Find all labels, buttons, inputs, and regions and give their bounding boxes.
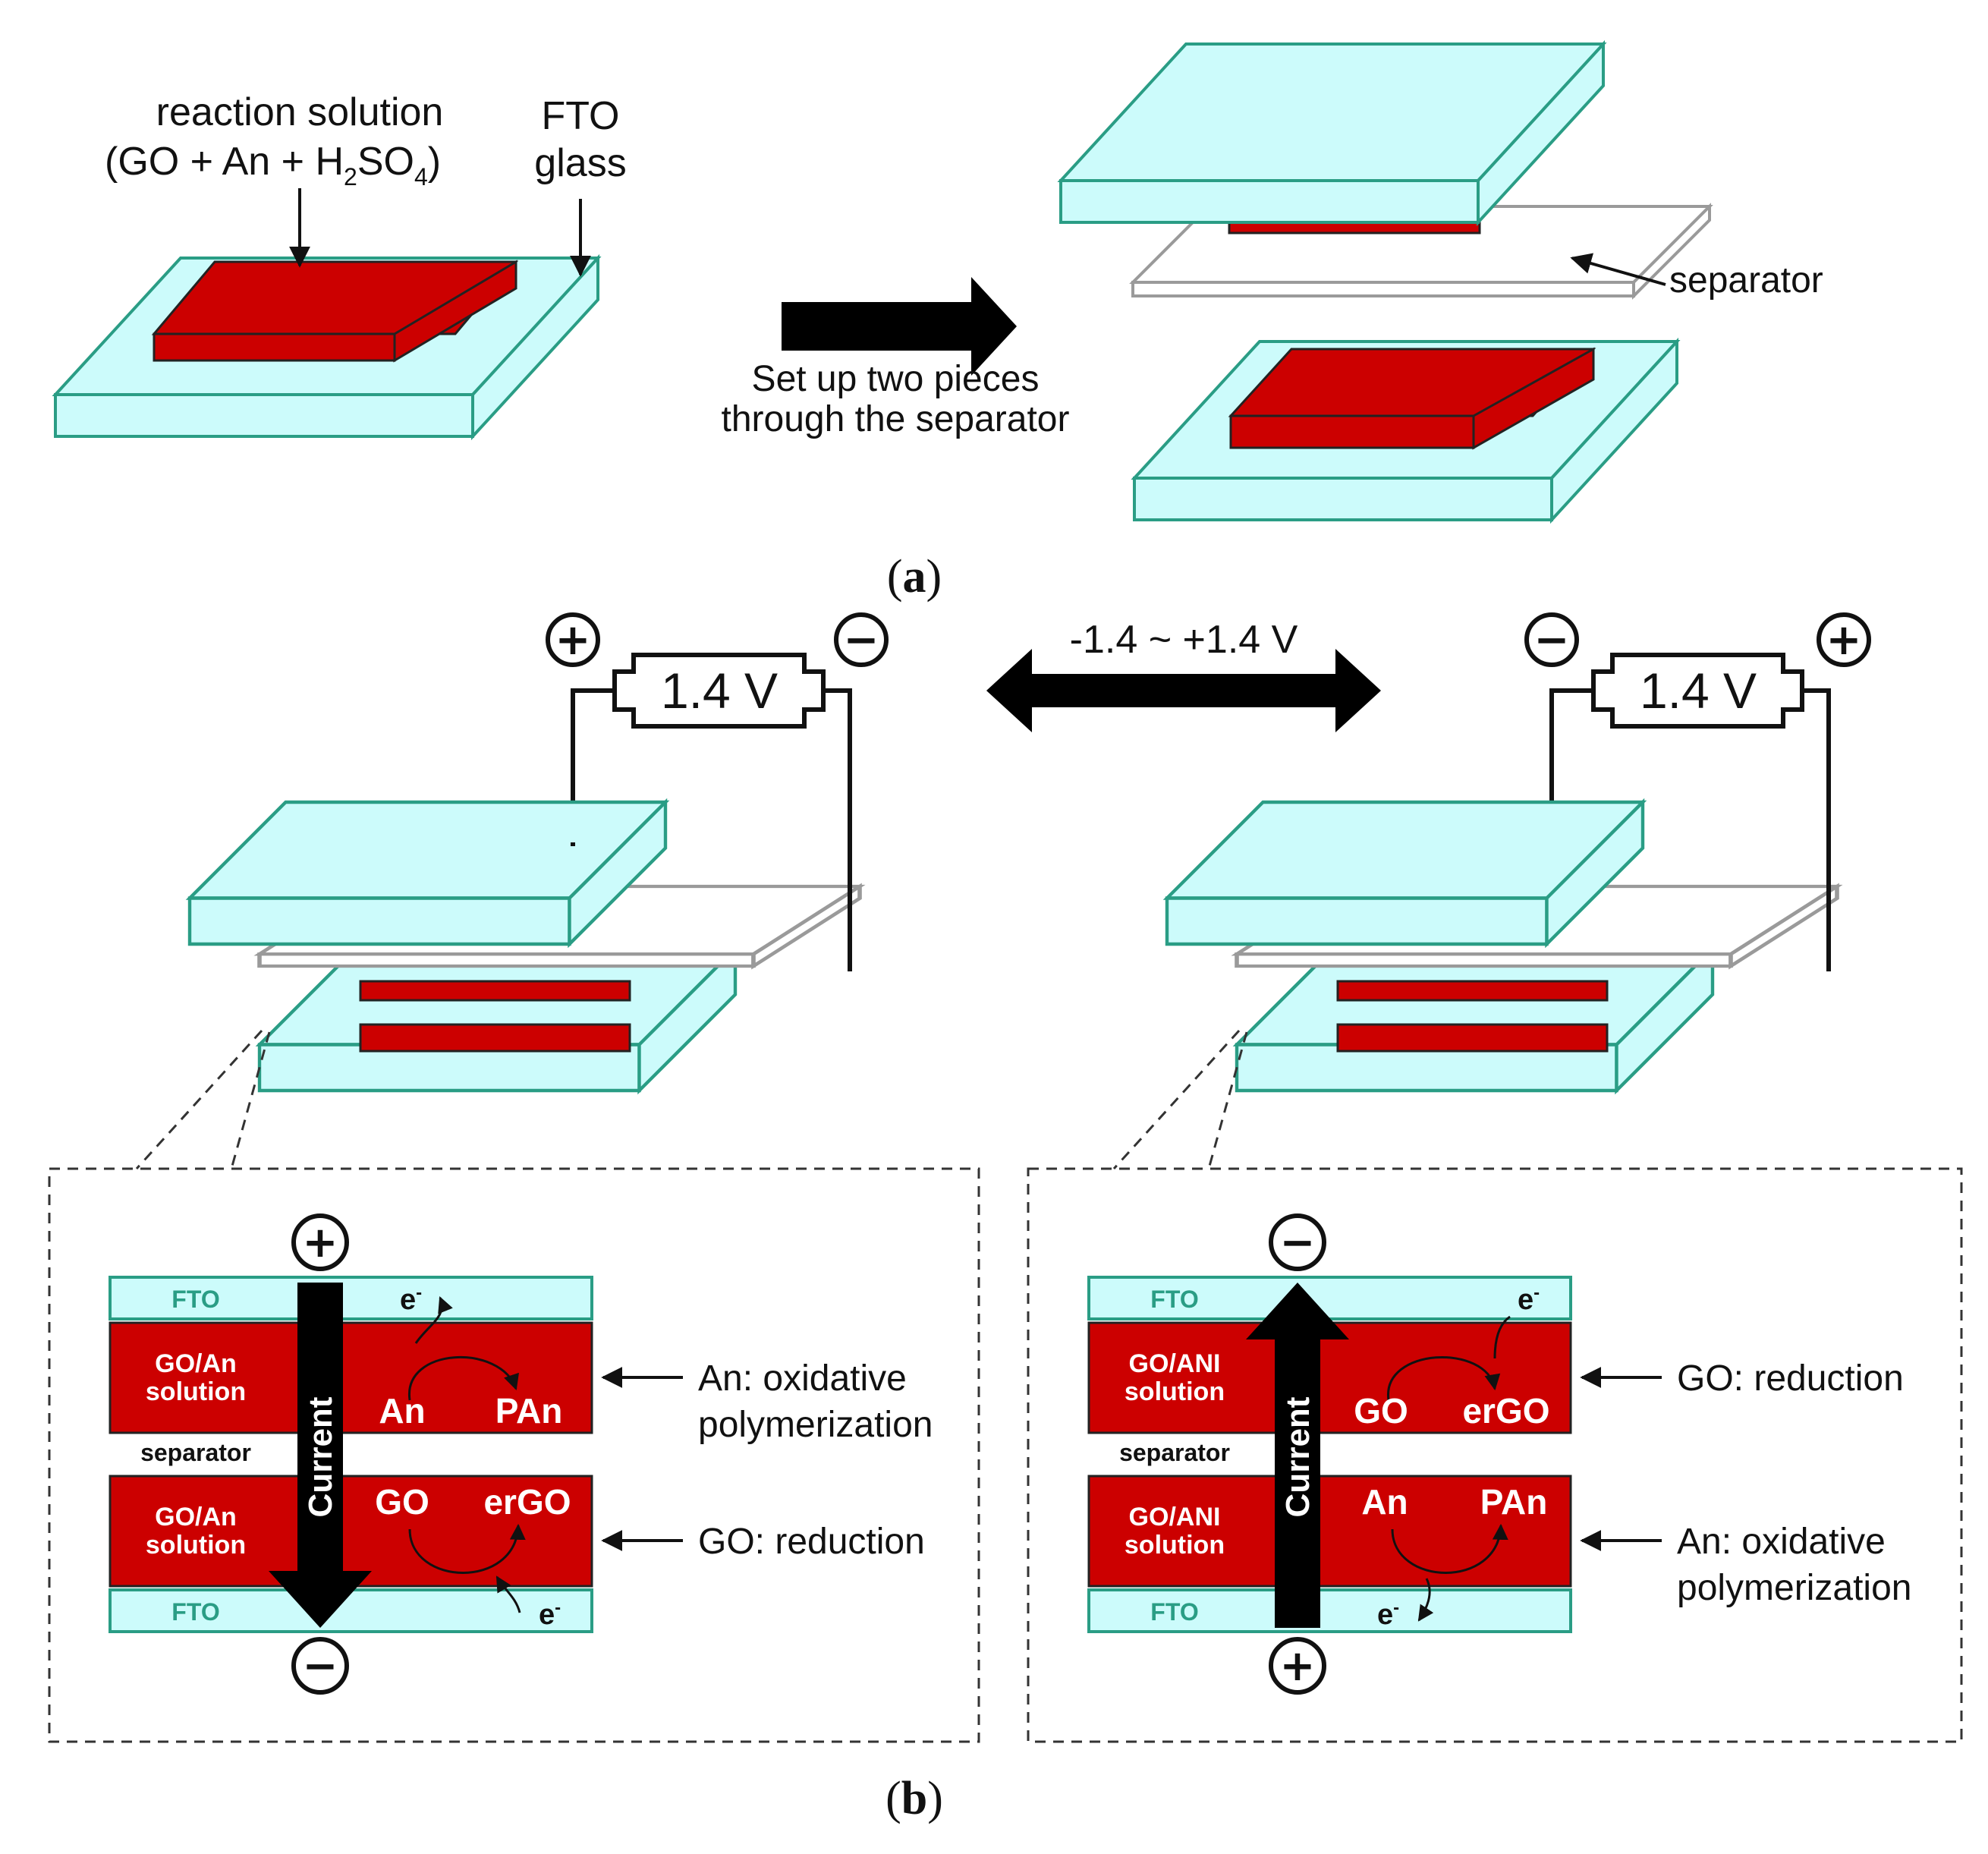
left-detail-plus-sign: + <box>303 1218 338 1267</box>
left-voltage-label: 1.4 V <box>661 663 778 719</box>
left-bottom-glass <box>260 949 735 1091</box>
right-current-arrow <box>1246 1283 1349 1628</box>
right-bottom-to: PAn <box>1480 1482 1548 1522</box>
left-top-solution <box>359 980 631 1002</box>
right-separator-label: separator <box>1119 1439 1230 1466</box>
left-bottom-layer-label1: GO/An <box>155 1503 237 1531</box>
panel-b-label: (b) <box>885 1773 943 1824</box>
right-bottom-layer-label1: GO/ANI <box>1129 1503 1221 1531</box>
glass-label: glass <box>534 141 626 185</box>
left-detail-minus-sign: − <box>303 1642 338 1691</box>
reaction-solution-label: reaction solution <box>156 90 444 134</box>
separator-label: separator <box>1669 260 1823 301</box>
right-bottom-note2: polymerization <box>1677 1568 1911 1608</box>
step-label-line1: Set up two pieces <box>752 359 1040 399</box>
left-current-label: Current <box>302 1396 339 1517</box>
left-bottom-note: GO: reduction <box>698 1522 925 1562</box>
left-top-note2: polymerization <box>698 1405 933 1445</box>
left-top-to: PAn <box>495 1391 563 1431</box>
right-bottom-layer <box>1087 1475 1572 1588</box>
right-fto-top-label: FTO <box>1150 1286 1198 1313</box>
right-plus-terminal <box>1817 612 1871 667</box>
left-fto-bottom-label: FTO <box>171 1598 219 1626</box>
assembled-bottom-solution <box>1228 347 1596 450</box>
assembled-top-glass <box>1059 42 1605 224</box>
left-detail-minus <box>291 1637 349 1695</box>
right-bottom-glass <box>1237 949 1713 1091</box>
left-top-layer-label2: solution <box>146 1377 246 1406</box>
left-bottom-layer-label2: solution <box>146 1531 246 1560</box>
left-fto-top <box>109 1276 593 1320</box>
left-top-layer-label1: GO/An <box>155 1349 237 1378</box>
right-top-solution <box>1336 980 1609 1002</box>
right-cell: 1.4 V − + <box>1112 612 1871 1170</box>
panel-a-label: (a) <box>887 551 942 603</box>
left-minus-terminal <box>834 612 889 667</box>
right-plus-sign: + <box>1826 615 1862 665</box>
right-bottom-layer-label2: solution <box>1125 1531 1225 1560</box>
voltage-range-label: -1.4 ~ +1.4 V <box>1070 618 1298 662</box>
right-detail-box: FTO GO/ANI solution separator GO/ANI sol… <box>1027 1167 1963 1743</box>
right-detail-minus-sign: − <box>1280 1218 1316 1267</box>
fto-label: FTO <box>541 94 619 138</box>
right-minus-sign: − <box>1534 615 1570 665</box>
right-fto-bottom <box>1087 1588 1572 1633</box>
right-voltage-source <box>1591 653 1804 729</box>
left-separator-label: separator <box>140 1439 251 1466</box>
right-voltage-label: 1.4 V <box>1640 663 1757 719</box>
right-top-layer-label1: GO/ANI <box>1129 1349 1221 1378</box>
left-bottom-electron: e- <box>539 1597 561 1631</box>
right-minus-terminal <box>1524 612 1579 667</box>
right-fto-top <box>1087 1276 1572 1320</box>
left-plus-sign: + <box>555 615 591 665</box>
bidirectional-arrow <box>986 649 1381 732</box>
left-detail-box: FTO GO/An solution separator GO/An solut… <box>48 1167 980 1743</box>
left-cell: 1.4 V + − <box>135 612 889 1170</box>
step-label-line2: through the separator <box>722 399 1070 439</box>
right-detail-plus <box>1269 1637 1326 1695</box>
left-bottom-to: erGO <box>483 1482 571 1522</box>
left-minus-sign: − <box>844 615 879 665</box>
panel-a: reaction solution (GO + An + H2SO4) FTO … <box>54 42 1823 603</box>
separator-pointer <box>1570 253 1666 286</box>
left-fto-top-label: FTO <box>171 1286 219 1313</box>
right-top-to: erGO <box>1462 1391 1549 1431</box>
right-detail-minus <box>1269 1213 1326 1271</box>
left-top-from: An <box>379 1391 425 1431</box>
right-bottom-electron: e- <box>1377 1597 1399 1631</box>
left-plus-terminal <box>546 612 600 667</box>
right-current-label: Current <box>1279 1396 1316 1517</box>
left-voltage-source <box>612 653 826 729</box>
right-top-note: GO: reduction <box>1677 1358 1904 1399</box>
right-detail-plus-sign: + <box>1280 1642 1316 1691</box>
left-top-note1: An: oxidative <box>698 1358 907 1399</box>
right-top-layer-label2: solution <box>1125 1377 1225 1406</box>
right-bottom-solution <box>1336 1023 1609 1053</box>
right-bottom-note1: An: oxidative <box>1677 1522 1886 1562</box>
reaction-solution-composition: (GO + An + H2SO4) <box>105 140 441 190</box>
left-detail-plus <box>291 1213 349 1271</box>
right-top-from: GO <box>1354 1391 1408 1431</box>
right-top-electron: e- <box>1518 1283 1540 1316</box>
panel-b: -1.4 ~ +1.4 V 1.4 V + − <box>48 612 1963 1824</box>
right-fto-bottom-label: FTO <box>1150 1598 1198 1626</box>
process-arrow <box>782 277 1017 376</box>
reaction-solution-layer <box>151 260 519 363</box>
left-top-electron: e- <box>400 1283 422 1316</box>
left-bottom-solution <box>359 1023 631 1053</box>
right-bottom-from: An <box>1361 1482 1408 1522</box>
left-bottom-from: GO <box>375 1482 429 1522</box>
left-current-arrow <box>269 1283 372 1628</box>
